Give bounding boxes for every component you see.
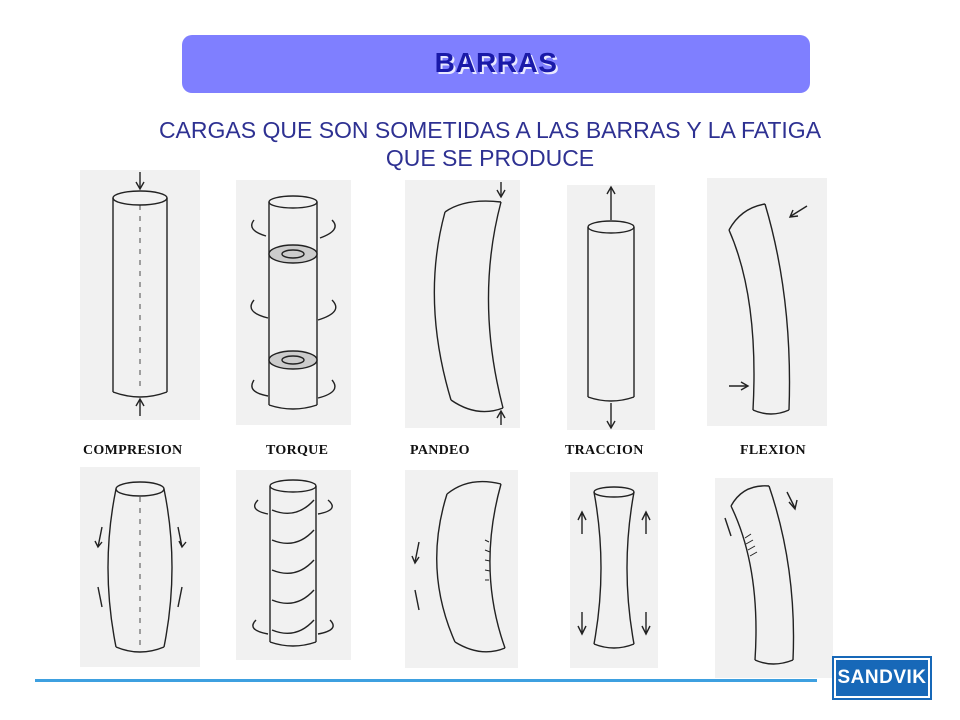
torque-load-drawing: [236, 180, 351, 425]
label-torque: TORQUE: [266, 443, 329, 458]
torque-fatigue-drawing: [236, 470, 351, 660]
pandeo-load-drawing: [405, 180, 520, 428]
title-banner: BARRAS: [182, 35, 810, 93]
label-compresion: COMPRESION: [83, 443, 183, 458]
label-pandeo: PANDEO: [410, 443, 470, 458]
traccion-load-drawing: [567, 185, 655, 430]
traccion-fatigue-drawing: [570, 472, 658, 668]
footer-rule: [35, 679, 817, 682]
slide-title: BARRAS: [434, 47, 558, 78]
pandeo-fatigue-drawing: [405, 470, 518, 668]
label-flexion: FLEXION: [740, 443, 806, 458]
flexion-fatigue-drawing: [715, 478, 833, 678]
slide-subtitle: CARGAS QUE SON SOMETIDAS A LAS BARRAS Y …: [60, 116, 920, 172]
sandvik-logo: SANDVIK: [832, 656, 932, 700]
compresion-fatigue-drawing: [80, 467, 200, 667]
subtitle-line-2: QUE SE PRODUCE: [385, 145, 595, 171]
compresion-load-drawing: [80, 170, 200, 420]
logo-text: SANDVIK: [837, 667, 927, 688]
label-traccion: TRACCION: [565, 443, 644, 458]
subtitle-line-1: CARGAS QUE SON SOMETIDAS A LAS BARRAS Y …: [158, 117, 822, 143]
flexion-load-drawing: [707, 178, 827, 426]
